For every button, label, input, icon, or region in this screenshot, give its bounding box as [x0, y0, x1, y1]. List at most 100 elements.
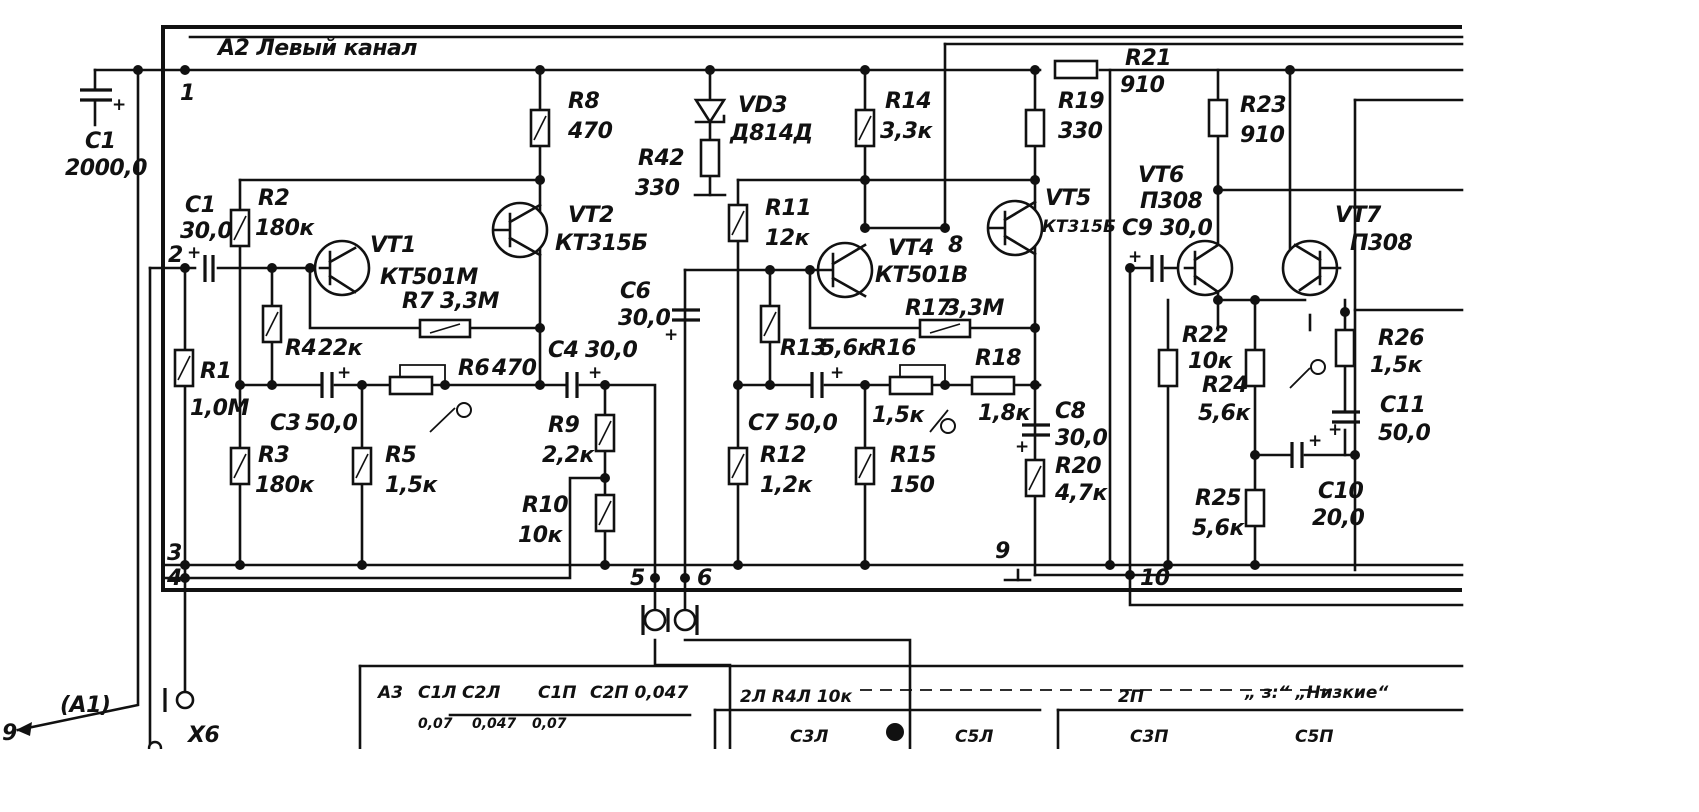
label-r9-value: 2,2к [542, 443, 595, 468]
label-c1-main-name: C1 [85, 129, 115, 154]
resistor-r23 [1207, 98, 1229, 138]
resistor-r15 [854, 446, 876, 486]
label-vt6-value: П308 [1140, 189, 1203, 214]
label-r8-value: 470 [567, 119, 613, 144]
label-r22-name: R22 [1182, 323, 1228, 348]
label-r25-name: R25 [1195, 486, 1241, 511]
node-1: 1 [180, 81, 195, 106]
capacitor-c8 [1022, 423, 1050, 437]
label-r9-name: R9 [548, 413, 579, 438]
label-c1-main-value: 2000,0 [65, 156, 147, 181]
a3-r4l: 2Л R4Л 10к [740, 687, 852, 707]
connector-parts [16, 605, 699, 749]
label-r11-value: 12к [765, 226, 811, 251]
label-c6-name: C6 [620, 279, 651, 304]
capacitor-c9 [1150, 255, 1164, 282]
resistor-r2 [229, 208, 251, 248]
label-vt5-value: КТ315Б [1042, 217, 1116, 237]
zener-diode-vd3 [693, 98, 727, 125]
transistor-vt1 [313, 239, 371, 297]
transistor-vt5 [986, 199, 1044, 257]
label-out-9: 9 [2, 721, 17, 746]
label-c3-value: 50,0 [305, 411, 357, 436]
right-margin [1568, 0, 1699, 812]
capacitor-c11 [1332, 410, 1360, 424]
label-c6-value: 30,0 [618, 306, 670, 331]
a3-c3l: С3Л [790, 727, 828, 747]
resistor-r10 [594, 493, 616, 533]
label-vt2-value: КТ315Б [555, 231, 648, 256]
label-r21-name: R21 [1125, 46, 1171, 71]
circuit-diagram: A2 Левый канал C1 2000,0 C1 30,0 R2 180к… [2, 25, 1464, 749]
label-vd3-value: Д814Д [729, 121, 813, 146]
transistor-vt7 [1281, 239, 1342, 297]
plus-c3: + [337, 363, 351, 383]
label-c1-name: C1 [185, 193, 215, 218]
label-vt7-value: П308 [1350, 231, 1413, 256]
label-r42-name: R42 [638, 146, 684, 171]
resistor-r19 [1024, 108, 1046, 148]
resistor-r22 [1157, 348, 1179, 388]
label-r11-name: R11 [765, 196, 811, 221]
capacitor-c6 [672, 308, 700, 322]
label-vt1-value: КТ501M [380, 265, 478, 290]
board-title: A2 Левый канал [216, 36, 417, 61]
label-c9-name: C9 [1122, 216, 1153, 241]
label-r18-name: R18 [975, 346, 1021, 371]
label-r15-name: R15 [890, 443, 936, 468]
a3-value-007a: 0,07 [418, 716, 453, 732]
plus-c1: + [187, 243, 201, 263]
label-r17-value: 3,3M [945, 296, 1004, 321]
resistor-r24 [1244, 348, 1266, 388]
label-c3-name: C3 [270, 411, 301, 436]
label-r6-name: R6 [458, 356, 489, 381]
node-4: 4 [166, 566, 182, 591]
plus-c1-main: + [112, 95, 126, 115]
resistor-r1 [173, 348, 195, 388]
label-r24-name: R24 [1202, 373, 1248, 398]
label-r6-value: 470 [491, 356, 537, 381]
label-r14-value: 3,3к [880, 119, 933, 144]
transistor-vt6 [1176, 239, 1234, 297]
label-a1: (A1) [60, 693, 110, 718]
potentiometer-r26-arrow [1289, 359, 1326, 389]
label-r26-name: R26 [1378, 326, 1424, 351]
resistor-r20 [1024, 458, 1046, 498]
resistor-r21 [1053, 59, 1099, 80]
label-r7-name: R7 [402, 289, 434, 314]
label-r19-value: 330 [1058, 119, 1103, 144]
label-r8-name: R8 [568, 89, 599, 114]
label-r2-value: 180к [255, 216, 315, 241]
resistor-r26 [1334, 328, 1356, 368]
node-2: 2 [168, 243, 183, 268]
label-r23-name: R23 [1240, 93, 1286, 118]
a3-c5p: С5П [1295, 727, 1334, 747]
a3-c2l: С2Л [462, 683, 500, 703]
label-r20-value: 4,7к [1054, 481, 1108, 506]
label-r16-value: 1,5к [872, 403, 925, 428]
label-c8-name: C8 [1055, 399, 1086, 424]
label-vt7-name: VT7 [1335, 203, 1382, 228]
resistor-r25 [1244, 488, 1266, 528]
resistor-r11 [727, 203, 749, 243]
plus-c6: + [664, 325, 678, 345]
label-r3-value: 180к [255, 473, 315, 498]
label-r24-value: 5,6к [1198, 401, 1251, 426]
a3-c1p: С1П [538, 683, 577, 703]
a2-board-frame [161, 25, 1464, 592]
resistors [173, 59, 1356, 533]
node-8: 8 [948, 233, 963, 258]
lower-wiring [358, 638, 1464, 749]
label-r26-value: 1,5к [1370, 353, 1423, 378]
label-r16-name: R16 [870, 336, 916, 361]
resistor-r3 [229, 446, 251, 486]
label-r10-value: 10к [518, 523, 564, 548]
label-r14-name: R14 [885, 89, 931, 114]
resistor-r7 [418, 318, 472, 339]
label-vt2-name: VT2 [568, 203, 614, 228]
label-vt5-name: VT5 [1045, 186, 1091, 211]
resistor-r5 [351, 446, 373, 486]
power-rails [93, 42, 1464, 572]
label-r18-value: 1,8к [978, 401, 1031, 426]
label-r12-value: 1,2к [760, 473, 813, 498]
